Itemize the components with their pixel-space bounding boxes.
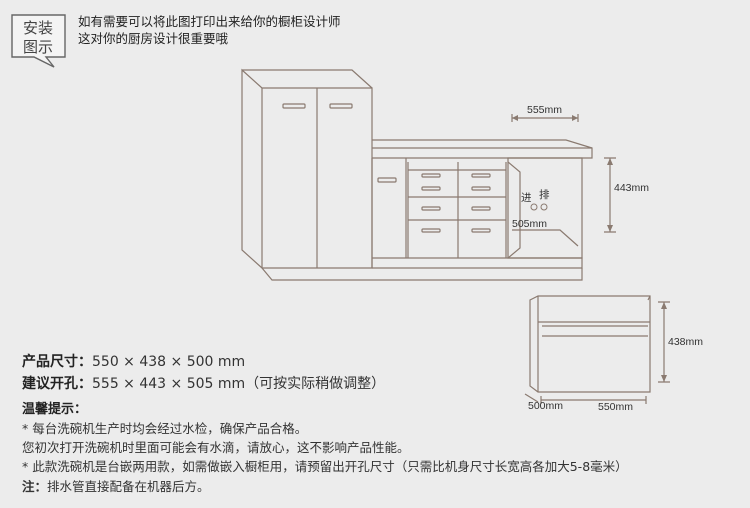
water-inlet-icon: [530, 203, 538, 211]
cabinet-depth-label: 505mm: [512, 218, 547, 230]
intro-text: 如有需要可以将此图打印出来给你的橱柜设计师 这对你的厨房设计很重要哦: [78, 13, 341, 47]
embedding-cavity: [507, 157, 583, 259]
tall-cabinet: [241, 68, 373, 269]
tip-note-text: 排水管直接配备在机器后方。: [47, 479, 210, 494]
tip-item-2: 您初次打开洗碗机时里面可能会有水滴，请放心，这不影响产品性能。: [22, 440, 410, 455]
tip-item-3: * 此款洗碗机是台嵌两用款，如需做嵌入橱柜用，请预留出开孔尺寸（只需比机身尺寸长…: [22, 459, 628, 474]
cabinet-height-label: 443mm: [614, 182, 649, 194]
product-size-value: 550 × 438 × 500 mm: [92, 354, 246, 370]
dishwasher-height-label: 438mm: [668, 336, 703, 348]
product-size-label: 产品尺寸：: [22, 354, 92, 370]
suggested-hole-value: 555 × 443 × 505 mm（可按实际稍做调整）: [92, 376, 386, 392]
water-outlet-icon: [540, 203, 548, 211]
tips-title: 温馨提示：: [22, 402, 88, 417]
water-inlet-label: 进: [521, 192, 532, 204]
intro-line-1: 如有需要可以将此图打印出来给你的橱柜设计师: [78, 14, 341, 29]
tip-note-row: 注：排水管直接配备在机器后方。: [22, 476, 210, 495]
dishwasher-depth-label: 500mm: [528, 400, 563, 412]
tip-note-label: 注：: [22, 479, 48, 494]
intro-line-2: 这对你的厨房设计很重要哦: [78, 31, 229, 46]
counter-top: [372, 139, 593, 159]
suggested-hole-row: 建议开孔：555 × 443 × 505 mm（可按实际稍做调整）: [22, 373, 385, 393]
badge-line-1: 安装: [22, 19, 53, 37]
install-diagram-badge: 安装 图示: [10, 13, 70, 68]
badge-line-2: 图示: [22, 38, 53, 56]
dishwasher-width-label: 550mm: [598, 401, 633, 413]
suggested-hole-label: 建议开孔：: [22, 376, 92, 392]
product-size-row: 产品尺寸：550 × 438 × 500 mm: [22, 351, 245, 371]
water-outlet-label: 排: [539, 188, 550, 201]
lower-cabinet: [261, 158, 583, 281]
tip-item-1: * 每台洗碗机生产时均会经过水检，确保产品合格。: [22, 421, 308, 436]
cabinet-width-label: 555mm: [527, 104, 562, 116]
dishwasher-unit: [529, 295, 651, 393]
